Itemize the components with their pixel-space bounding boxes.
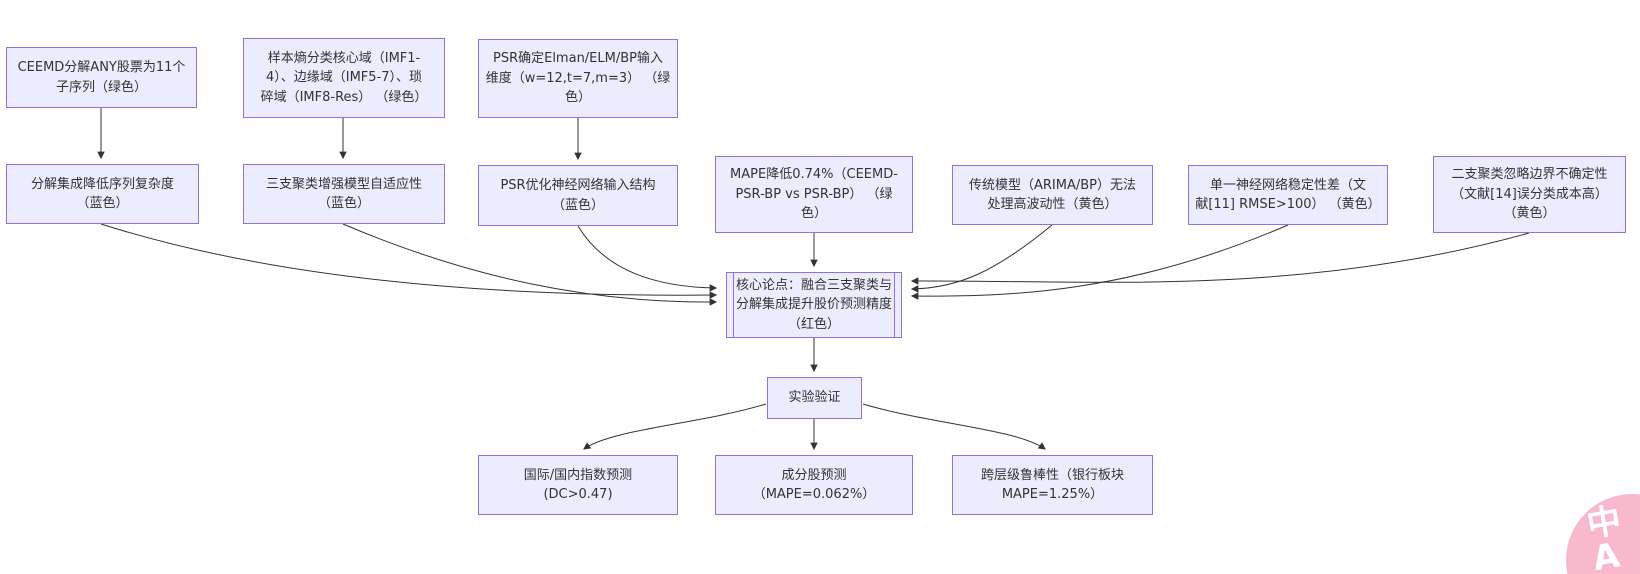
translate-icon: 中 A [1583,500,1623,574]
node-sample-entropy-domains: 样本熵分类核心域（IMF1- 4）、边缘域（IMF5-7）、琐 碎域（IMF8-… [243,38,445,118]
node-label: MAPE降低0.74%（CEEMD- PSR-BP vs PSR-BP） （绿 … [730,167,898,222]
node-label: CEEMD分解ANY股票为11个 子序列（绿色） [17,60,186,95]
node-label: PSR优化神经网络输入结构 （蓝色） [500,178,656,213]
node-label: 核心论点：融合三支聚类与 分解集成提升股价预测精度 （红色） [735,277,892,332]
edge-H-K [910,224,1053,293]
node-traditional-model-limitation: 传统模型（ARIMA/BP）无法 处理高波动性（黄色） [952,165,1153,225]
node-core-thesis: 核心论点：融合三支聚类与 分解集成提升股价预测精度 （红色） [726,272,902,338]
node-cross-level-robustness: 跨层级鲁棒性（银行板块 MAPE=1.25%） [952,455,1153,515]
edge-D-K [100,223,718,299]
node-label: 跨层级鲁棒性（银行板块 MAPE=1.25%） [980,467,1124,503]
node-index-prediction: 国际/国内指数预测 (DC>0.47) [478,455,678,515]
edge-E-K [342,223,718,306]
edge-F-K [577,225,718,292]
node-experiment-validation: 实验验证 [767,377,862,419]
node-decomposition-reduces-complexity: 分解集成降低序列复杂度 （蓝色） [6,164,199,224]
node-psr-optimizes-input-structure: PSR优化神经网络输入结构 （蓝色） [478,165,678,226]
node-mape-improvement: MAPE降低0.74%（CEEMD- PSR-BP vs PSR-BP） （绿 … [715,156,913,233]
node-label: 国际/国内指数预测 (DC>0.47) [523,467,633,503]
node-label: 单一神经网络稳定性差（文 献[11] RMSE>100） （黄色） [1195,177,1381,213]
edge-L-M [583,403,767,450]
edge-L-O [862,403,1046,450]
node-label: 成分股预测 （MAPE=0.062%） [752,467,876,503]
node-label: 传统模型（ARIMA/BP）无法 处理高波动性（黄色） [968,177,1136,213]
node-label: 二支聚类忽略边界不确定性 （文献[14]误分类成本高） （黄色） [1451,167,1608,222]
node-single-nn-instability: 单一神经网络稳定性差（文 献[11] RMSE>100） （黄色） [1188,165,1388,225]
node-ceemd-decompose: CEEMD分解ANY股票为11个 子序列（绿色） [6,47,197,108]
edge-J-K [910,232,1530,285]
node-label: 样本熵分类核心域（IMF1- 4）、边缘域（IMF5-7）、琐 碎域（IMF8-… [260,50,428,105]
node-constituent-stock-prediction: 成分股预测 （MAPE=0.062%） [715,455,913,515]
node-psr-input-dimension: PSR确定Elman/ELM/BP输入 维度（w=12,t=7,m=3） （绿 … [478,39,678,118]
node-three-way-clustering-adaptivity: 三支聚类增强模型自适应性 （蓝色） [243,164,445,224]
node-label: 三支聚类增强模型自适应性 （蓝色） [265,176,422,212]
node-label: PSR确定Elman/ELM/BP输入 维度（w=12,t=7,m=3） （绿 … [485,51,671,106]
node-two-way-clustering-limitation: 二支聚类忽略边界不确定性 （文献[14]误分类成本高） （黄色） [1433,156,1626,233]
edge-I-K [910,224,1289,300]
node-label: 分解集成降低序列复杂度 （蓝色） [30,176,174,212]
node-label: 实验验证 [788,390,841,406]
